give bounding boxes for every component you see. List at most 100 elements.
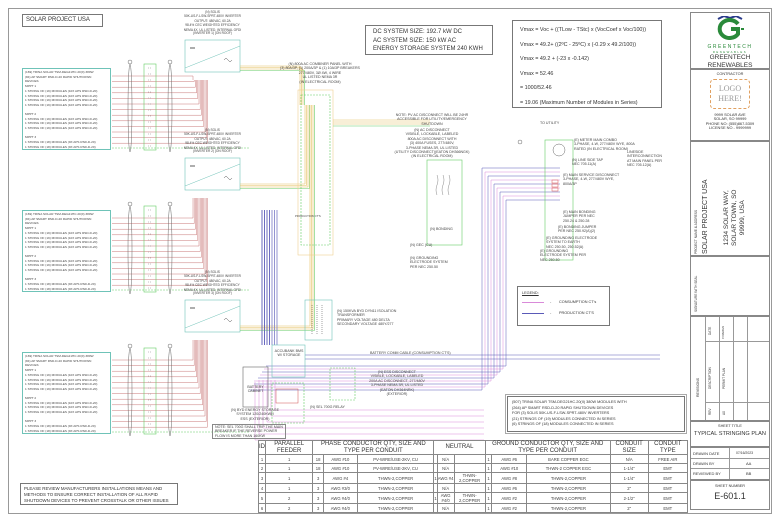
equation-line: = 19.06 (Maximum Number of Modules in Se… (520, 99, 638, 106)
wire-tag-icon (517, 139, 523, 145)
battery-comm-label: BATTERY COMM CABLE (CONSUMPTION CT'S) (370, 351, 451, 355)
inverter-spec-line: (N) SOLIS (205, 270, 220, 274)
table-cell: EMT (647, 463, 689, 473)
vmax-calculation-box: Vmax = Voc + ((TLow - TStc) x (VocCoef x… (512, 20, 662, 108)
pv-array-strings-line: (169) TRINA SOLAR TSM-DEG21HC.20(II) 380… (25, 354, 94, 358)
wire-tag-icon (127, 343, 133, 349)
table-cell: THWN-2,COPPER (453, 472, 486, 484)
fuse-icon (435, 174, 439, 196)
pv-array-strings-line: 1 STRING OF (19) MODULES (10X APS RSD-D-… (25, 400, 98, 405)
table-header: PARALLEL FEEDER (264, 440, 314, 455)
bonding-jumper-label-line: (E) BONDING JUMPER (558, 225, 597, 229)
table-cell: 1 (484, 492, 493, 504)
inverter-label: (INVERTER 2) (ON ROOF) (193, 149, 232, 153)
table-cell (453, 463, 486, 473)
project-section: PROJECT NAME & ADDRESS SOLAR PROJECT USA… (690, 141, 770, 256)
legend-dash: - (550, 311, 552, 315)
bonding-jumper-label-line: PER NEC 250.92(A)(2) (558, 229, 596, 234)
grounding-electrode-label-line: (E) GROUNDING (540, 249, 569, 253)
table-cell: N/A (436, 483, 455, 493)
ac-combiner-label-line: (3) 80A/3P, (1) 200A/3P & (1) 10A/3P BRE… (280, 66, 360, 71)
inverter-spec-line: 50K-US-F-LSW-SPRT-480V INVERTER (184, 274, 241, 279)
ac-disconnect-label-line: (UTILITY DISCONNECT)(EATON DH366NGK) (394, 150, 470, 155)
table-cell: 3 (312, 472, 324, 484)
to-utility-label: TO UTILITY (540, 121, 560, 125)
inverter-spec-line: 98.4% CEC WEIGHTED EFFICIENCY (185, 23, 240, 28)
table-cell: AWG #6 (491, 483, 528, 493)
inverter-spec-line: OUTPUT: 480VAC, 60.2A (194, 278, 231, 283)
table-cell: 1-1/4" (609, 463, 649, 473)
pv-array-strings-line: 1 STRING OF (19) MODULES (10X APS RSD-D-… (25, 405, 98, 410)
pv-array-strings-line: 1 STRING OF (19) MODULES (10X APS RSD-D-… (25, 244, 98, 249)
summary-line: (21) STRINGS OF (19) MODULES CONNECTED I… (512, 416, 616, 421)
inverter-spec-line: NEMA 4X, UL LISTED, INTERNAL GFDI (183, 27, 242, 32)
pv-array-strings-line: MPPT 3 (25, 419, 37, 424)
ac-disconnect-label-line: 800A AC DISCONNECT WITH (407, 136, 457, 141)
ac-disconnect-label-line: (3) 400A FUSES, 277/480V, (409, 141, 455, 146)
inverter-box (184, 39, 241, 73)
table-header: PHASE CONDUCTOR QTY, SIZE AND TYPE PER C… (312, 440, 435, 455)
conduit-bundle-icon (127, 347, 133, 437)
ac-combiner-label-line: (N) 800A AC COMBINER PANEL WITH (288, 62, 352, 66)
pv-array-strings-line: 1 STRING OF (19) MODULES (10X APS RSD-D-… (25, 93, 98, 98)
project-name: SOLAR PROJECT USA (702, 179, 709, 254)
table-cell: THWN-2,COPPER (356, 492, 435, 504)
contractor-address-line: 9999 SOLAR AVE (714, 112, 746, 117)
logo-placeholder: LOGO HERE! (710, 79, 750, 109)
n-grounding-label-line: ELECTRODE SYSTEM (410, 260, 448, 265)
conduit-bundle-icon (167, 347, 173, 437)
logo-wordmark: GREENTECH (707, 44, 753, 50)
legend: LEGEND: - CONSUMPTION CT's - PRODUCTION … (517, 286, 610, 326)
ac-disconnect-label-line: (IN ELECTRICAL ROOM) (411, 154, 453, 159)
system-size-box: DC SYSTEM SIZE: 192.7 kW DC AC SYSTEM SI… (365, 25, 493, 55)
relay-note-line: NOTE: SEL 700G SHALL TRIP THE MAIN (215, 425, 283, 429)
drawn-date-label: DRAWN DATE (693, 451, 720, 456)
summary-line: (6) STRINGS OF (18) MODULES CONNECTED IN… (512, 422, 614, 427)
main-bonding-label-line: (E) MAIN BONDING (563, 210, 596, 214)
pv-array-strings-line: 1 STRING OF (19) MODULES (10X APS RSD-D-… (25, 98, 98, 103)
pv-array-strings-line: 1 STRING OF (19) MODULES (10X APS RSD-D-… (25, 102, 98, 107)
ess-disconnect-label-line: VISIBLE, LOCKABLE, LABELED (370, 374, 424, 379)
drawn-by: AA (746, 461, 752, 466)
table-cell: AWG #2 (491, 503, 528, 513)
transformer-label-line: SECONDARY VOLTAGE 480Y/277 (337, 322, 394, 327)
ac-wave-icon (223, 318, 233, 322)
table-cell: FREE AIR (647, 454, 689, 464)
table-cell: AWG #8 (491, 472, 528, 484)
table-cell: AWG #10 (322, 454, 358, 464)
wire-tag-icon (127, 59, 133, 65)
table-cell: THWN-2,COPPER (453, 492, 486, 504)
inverter-spec-line: NEMA 4X, UL LISTED, INTERNAL GFDI (183, 145, 242, 150)
ac-combiner-panel (297, 89, 334, 256)
equation-line: Vmax = Voc + ((TLow - TStc) x (VocCoef x… (520, 27, 647, 33)
pv-array-strings-line: MPPT 3 (25, 277, 37, 282)
grounding-electrode-label-line: ELECTRODE SYSTEM PER (540, 253, 587, 258)
fuse-icon (447, 174, 451, 196)
legend-consumption: CONSUMPTION CT's (559, 300, 597, 304)
sheet-title-label: SHEET TITLE (718, 424, 742, 428)
table-cell: EMT (647, 483, 689, 493)
drawn-info-section: DRAWN DATE 07/16/2023 DRAWN BY AA REVIEW… (690, 447, 770, 480)
table-cell: 1-1/4" (609, 472, 649, 484)
transformer-label-line: PRIMARY VOLTAGE 480 DELTA (337, 317, 390, 322)
pv-array-strings-line: 1 STRING OF (19) MODULES (10X APS RSD-D-… (25, 268, 98, 273)
grounding-electrode-label-line: SYSTEM TO EARTH (546, 240, 580, 245)
inverter-spec-line: 98.4% CEC WEIGHTED EFFICIENCY (185, 283, 240, 288)
table-cell: 2" (609, 483, 649, 493)
table-cell: 5 (258, 492, 266, 504)
table-cell: AWG #4 (436, 472, 455, 484)
conduit-bundle-icon (127, 205, 133, 295)
gec-label: (N) GEC (CU) (410, 243, 433, 247)
drawn-by-label: DRAWN BY (693, 461, 715, 466)
table-cell: AWG #6 (491, 454, 528, 464)
interconnection-label-line: LINESIDE (627, 150, 644, 154)
pv-array-strings: (169) TRINA SOLAR TSM-DEG21HC.20(II) 380… (22, 352, 111, 434)
grounding-electrode-label-line: NEC 250.50, 250.52(A) (546, 244, 584, 249)
rev-number-header: REV (708, 408, 712, 415)
wire-tag-icon (167, 59, 173, 65)
pv-array-strings-line: MPPT 2 (25, 396, 37, 401)
